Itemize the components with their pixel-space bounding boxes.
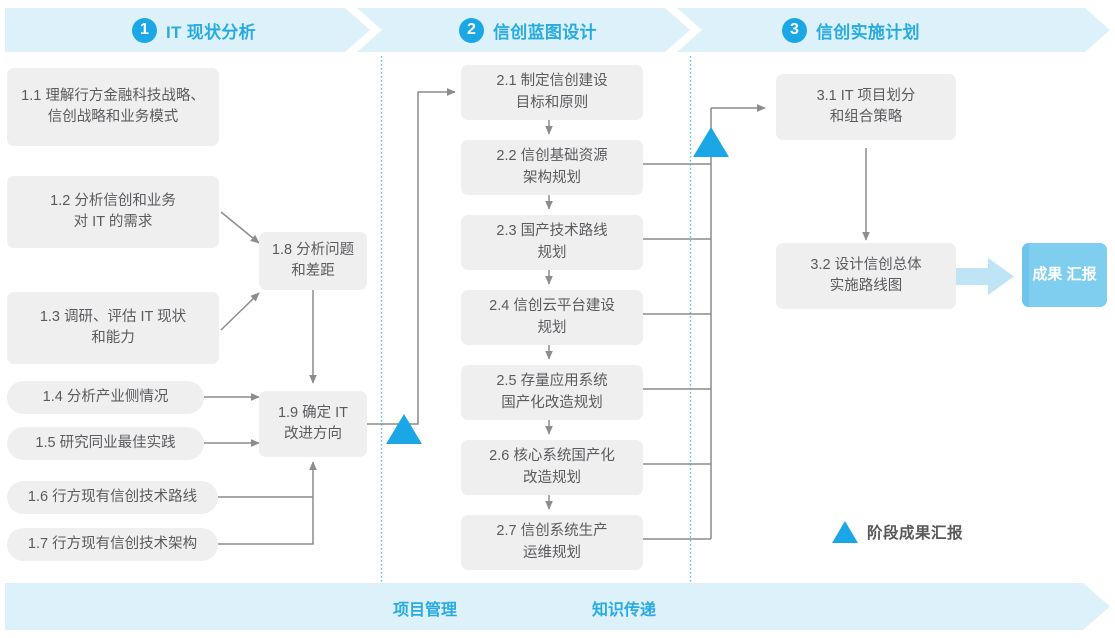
task-box-1-4[interactable]: 1.4 分析产业侧情况 bbox=[7, 381, 204, 414]
phase-number-3: 3 bbox=[782, 17, 807, 43]
task-box-3-1[interactable]: 3.1 IT 项目划分 和组合策略 bbox=[776, 74, 956, 140]
legend-label: 阶段成果汇报 bbox=[867, 525, 964, 542]
task-1-5-label: 1.5 研究同业最佳实践 bbox=[35, 434, 176, 451]
result-report-box[interactable]: 成果 汇报 bbox=[1022, 243, 1107, 307]
task-2-4-line2: 规划 bbox=[537, 319, 567, 336]
task-2-1-line1: 2.1 制定信创建设 bbox=[496, 73, 608, 90]
task-1-1-line1: 1.1 理解行方金融科技战略、 bbox=[21, 87, 205, 104]
result-line1: 成果 bbox=[1032, 266, 1063, 284]
task-3-2-line1: 3.2 设计信创总体 bbox=[810, 256, 922, 273]
phase-title-1[interactable]: 1 IT 现状分析 bbox=[132, 8, 256, 52]
phase-number-2: 2 bbox=[459, 17, 484, 43]
task-1-2-line2: 对 IT 的需求 bbox=[73, 214, 153, 230]
phase-label-2: 信创蓝图设计 bbox=[493, 22, 597, 42]
task-1-9-line2: 改进方向 bbox=[283, 426, 342, 442]
task-box-3-2[interactable]: 3.2 设计信创总体 实施路线图 bbox=[776, 243, 956, 309]
task-2-6-line1: 2.6 核心系统国产化 bbox=[489, 448, 615, 465]
task-box-1-1[interactable]: 1.1 理解行方金融科技战略、 信创战略和业务模式 bbox=[7, 68, 219, 146]
task-box-1-6[interactable]: 1.6 行方现有信创技术路线 bbox=[7, 481, 218, 514]
task-box-2-4[interactable]: 2.4 信创云平台建设 规划 bbox=[461, 290, 643, 345]
task-2-1-line2: 目标和原则 bbox=[515, 94, 589, 111]
stage-result-triangle-1 bbox=[386, 414, 422, 444]
task-1-3-line1: 1.3 调研、评估 IT 现状 bbox=[39, 308, 187, 325]
task-2-3-line1: 2.3 国产技术路线 bbox=[496, 223, 608, 240]
bottom-band bbox=[5, 583, 1110, 630]
task-2-7-line1: 2.7 信创系统生产 bbox=[496, 523, 608, 540]
task-1-8-line1: 1.8 分析问题 bbox=[271, 241, 355, 258]
task-2-2-line1: 2.2 信创基础资源 bbox=[496, 148, 608, 165]
task-1-2-line1: 1.2 分析信创和业务 bbox=[50, 192, 176, 209]
legend-stage-result: 阶段成果汇报 bbox=[832, 521, 963, 543]
task-1-3-line2: 和能力 bbox=[91, 330, 135, 346]
task-2-2-line2: 架构规划 bbox=[523, 169, 581, 186]
task-1-1-line2: 信创战略和业务模式 bbox=[47, 109, 179, 125]
task-box-2-6[interactable]: 2.6 核心系统国产化 改造规划 bbox=[461, 440, 643, 495]
task-box-2-7[interactable]: 2.7 信创系统生产 运维规划 bbox=[461, 515, 643, 570]
task-3-1-line2: 和组合策略 bbox=[829, 109, 903, 125]
bottom-label-knowledge-transfer[interactable]: 知识传递 bbox=[592, 602, 657, 619]
task-box-1-5[interactable]: 1.5 研究同业最佳实践 bbox=[7, 427, 204, 460]
phase-label-1: IT 现状分析 bbox=[166, 22, 256, 42]
result-line2: 汇报 bbox=[1066, 266, 1097, 284]
task-box-1-8[interactable]: 1.8 分析问题 和差距 bbox=[259, 232, 367, 290]
task-box-1-9[interactable]: 1.9 确定 IT 改进方向 bbox=[259, 391, 367, 457]
task-2-4-line1: 2.4 信创云平台建设 bbox=[489, 298, 615, 315]
task-box-1-2[interactable]: 1.2 分析信创和业务 对 IT 的需求 bbox=[7, 176, 219, 248]
task-1-4-label: 1.4 分析产业侧情况 bbox=[42, 388, 169, 405]
task-box-2-3[interactable]: 2.3 国产技术路线 规划 bbox=[461, 215, 643, 270]
phase-label-3: 信创实施计划 bbox=[816, 22, 920, 42]
triangle-up-icon bbox=[832, 521, 858, 543]
task-1-7-label: 1.7 行方现有信创技术架构 bbox=[27, 535, 198, 552]
task-3-2-line2: 实施路线图 bbox=[829, 278, 903, 294]
task-box-2-2[interactable]: 2.2 信创基础资源 架构规划 bbox=[461, 140, 643, 195]
task-box-2-5[interactable]: 2.5 存量应用系统 国产化改造规划 bbox=[461, 365, 643, 420]
phase-header-band bbox=[5, 8, 1110, 52]
phase-title-3[interactable]: 3 信创实施计划 bbox=[782, 8, 920, 52]
task-1-6-label: 1.6 行方现有信创技术路线 bbox=[27, 488, 198, 505]
task-2-7-line2: 运维规划 bbox=[523, 544, 581, 561]
result-arrow-icon bbox=[948, 258, 1014, 295]
task-1-8-line2: 和差距 bbox=[291, 263, 335, 279]
task-box-1-3[interactable]: 1.3 调研、评估 IT 现状 和能力 bbox=[7, 292, 219, 364]
task-3-1-line1: 3.1 IT 项目划分 bbox=[816, 87, 916, 104]
task-box-1-7[interactable]: 1.7 行方现有信创技术架构 bbox=[7, 528, 218, 561]
phase-number-1: 1 bbox=[132, 17, 157, 43]
task-1-9-line1: 1.9 确定 IT bbox=[277, 404, 349, 421]
task-2-3-line2: 规划 bbox=[537, 244, 567, 261]
task-2-6-line2: 改造规划 bbox=[523, 469, 581, 486]
bottom-label-project-management[interactable]: 项目管理 bbox=[393, 602, 458, 619]
stage-result-triangle-2 bbox=[693, 127, 729, 157]
task-box-2-1[interactable]: 2.1 制定信创建设 目标和原则 bbox=[461, 65, 643, 120]
phase-title-2[interactable]: 2 信创蓝图设计 bbox=[459, 8, 597, 52]
task-2-5-line2: 国产化改造规划 bbox=[501, 394, 603, 411]
task-2-5-line1: 2.5 存量应用系统 bbox=[496, 373, 608, 390]
